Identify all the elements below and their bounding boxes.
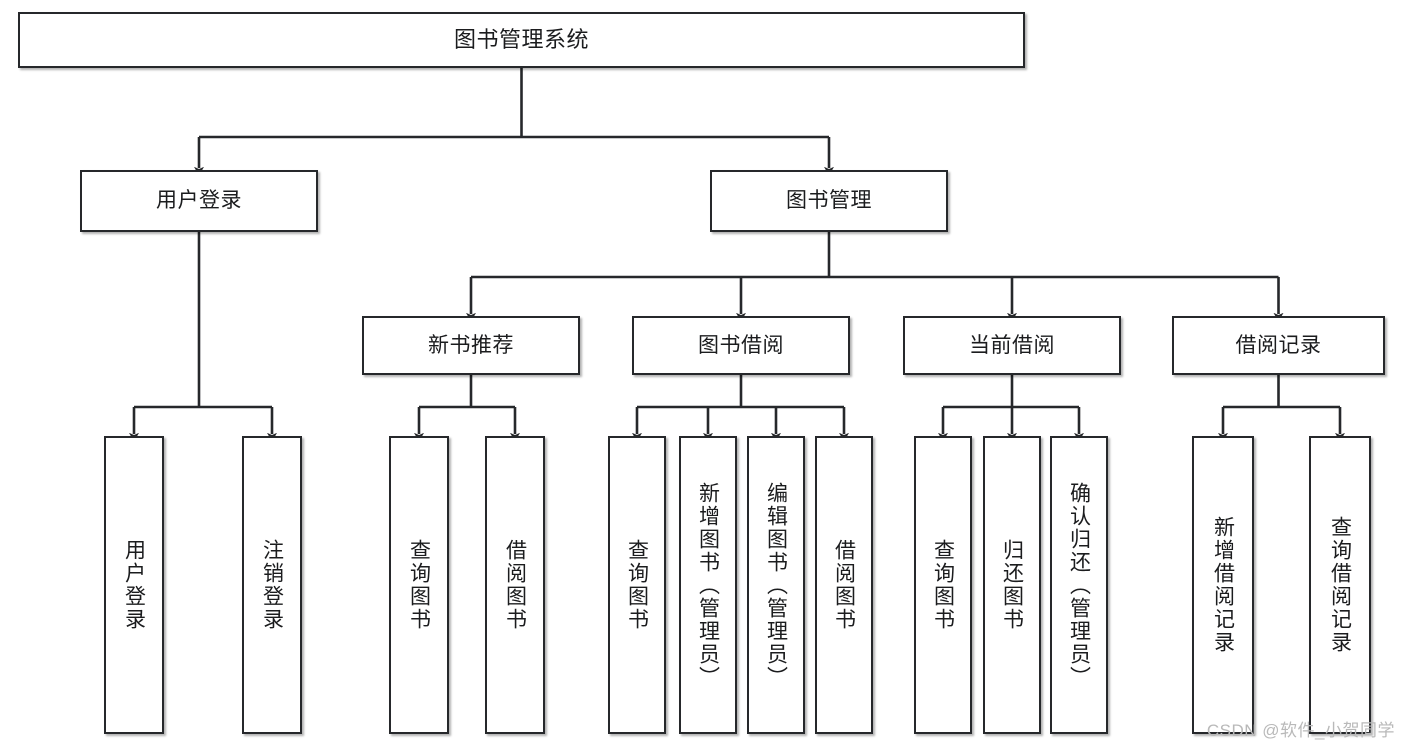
node-current-borrow[interactable]: 当前借阅: [903, 316, 1121, 375]
node-label: 当前借阅: [969, 333, 1055, 357]
node-label: 新增图书（管理员）: [696, 481, 720, 689]
node-label: 归还图书: [1000, 539, 1024, 631]
node-leaf-query-book-2[interactable]: 查询图书: [608, 436, 666, 734]
node-leaf-borrow-book-2[interactable]: 借阅图书: [815, 436, 873, 734]
node-borrow-record[interactable]: 借阅记录: [1172, 316, 1385, 375]
node-label: 借阅图书: [503, 539, 527, 631]
connector-lines: [129, 68, 1345, 442]
node-label: 用户登录: [122, 539, 146, 631]
node-label: 确认归还（管理员）: [1067, 481, 1091, 689]
node-label: 借阅图书: [832, 539, 856, 631]
node-label: 借阅记录: [1235, 333, 1322, 357]
node-leaf-borrow-book-1[interactable]: 借阅图书: [485, 436, 545, 734]
node-leaf-add-record[interactable]: 新增借阅记录: [1192, 436, 1254, 734]
node-label: 新增借阅记录: [1211, 516, 1235, 654]
node-leaf-logout[interactable]: 注销登录: [242, 436, 302, 734]
node-leaf-return-book[interactable]: 归还图书: [983, 436, 1041, 734]
node-label: 图书借阅: [698, 333, 784, 357]
node-label: 新书推荐: [428, 333, 514, 357]
node-label: 注销登录: [260, 539, 284, 631]
node-leaf-edit-book[interactable]: 编辑图书（管理员）: [747, 436, 805, 734]
node-leaf-query-book-3[interactable]: 查询图书: [914, 436, 972, 734]
node-leaf-query-book-1[interactable]: 查询图书: [389, 436, 449, 734]
node-label: 编辑图书（管理员）: [764, 481, 788, 689]
node-user-login[interactable]: 用户登录: [80, 170, 318, 232]
node-root[interactable]: 图书管理系统: [18, 12, 1025, 68]
node-book-manage[interactable]: 图书管理: [710, 170, 948, 232]
node-leaf-query-record[interactable]: 查询借阅记录: [1309, 436, 1371, 734]
node-leaf-confirm-return[interactable]: 确认归还（管理员）: [1050, 436, 1108, 734]
node-new-book-rec[interactable]: 新书推荐: [362, 316, 580, 375]
node-book-borrow[interactable]: 图书借阅: [632, 316, 850, 375]
node-label: 图书管理系统: [453, 26, 589, 52]
node-leaf-add-book[interactable]: 新增图书（管理员）: [679, 436, 737, 734]
node-label: 查询图书: [931, 539, 955, 631]
node-label: 用户登录: [156, 189, 242, 213]
node-label: 查询图书: [407, 539, 431, 631]
node-label: 查询借阅记录: [1328, 516, 1352, 654]
node-label: 图书管理: [786, 189, 872, 213]
node-leaf-user-login[interactable]: 用户登录: [104, 436, 164, 734]
node-label: 查询图书: [625, 539, 649, 631]
